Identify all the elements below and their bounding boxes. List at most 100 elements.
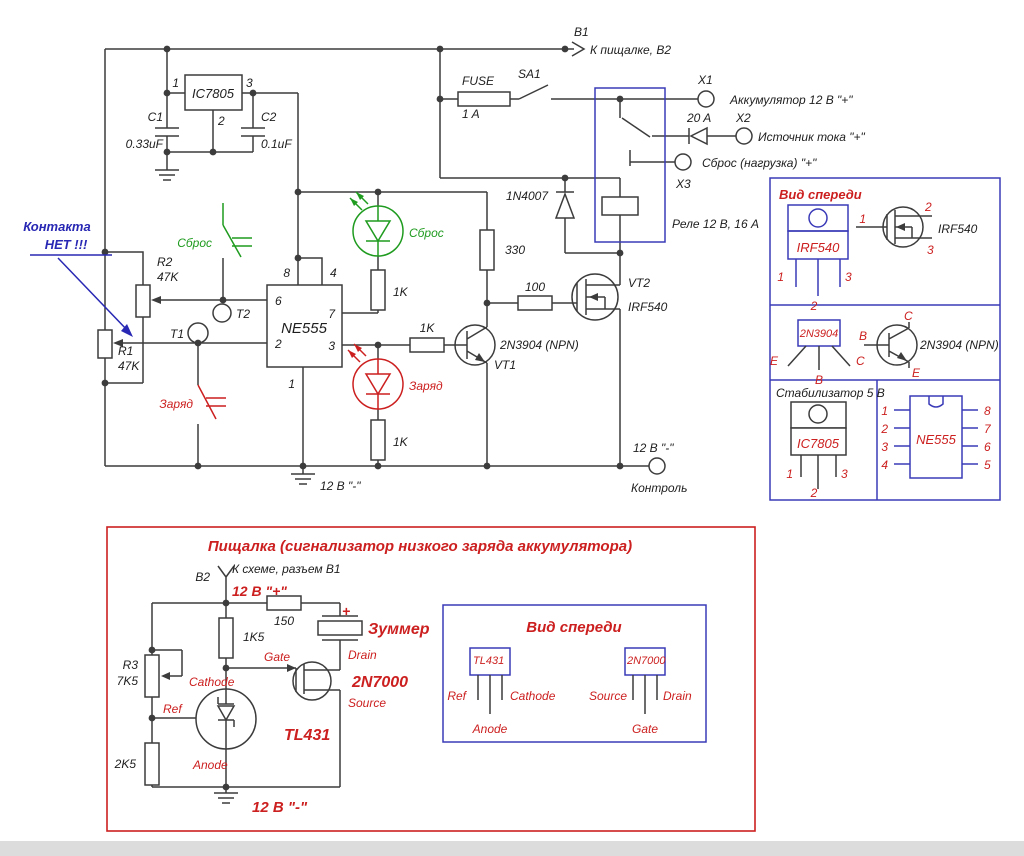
ctrl-voltage: 12 В "-" [633,441,674,455]
ne555-pin7: 7 [328,307,336,321]
2n3904-sym-e: E [912,366,921,380]
r2-pot-body [135,284,151,318]
ne555-r5: 5 [984,458,991,472]
b2-dest: К схеме, разъем B1 [232,562,341,576]
irf540-pin3: 3 [845,270,852,284]
note-line1: Контакта [23,219,90,234]
diode-20a [689,126,708,146]
fv-2n7000-label: 2N7000 [626,655,666,667]
tl431-symbol [195,688,257,750]
ic7805-pkg-label: IC7805 [797,436,840,451]
ne555-pin1: 1 [288,377,295,391]
ic7805-label: IC7805 [192,86,235,101]
r1-wiper-arrow [113,339,123,347]
vt1-emitter-arrow [475,353,485,362]
panel-outer-box [769,177,1001,501]
panel-front-view: Вид спереди [779,187,862,202]
relay-label: Реле 12 В, 16 А [672,217,759,231]
ctrl-label: Контроль [631,481,687,495]
resistor-100 [517,295,553,311]
vt2-ref: VT2 [628,276,650,290]
bottom-strip [0,841,1024,856]
ne555-l1: 1 [881,404,888,418]
ne555-pin8: 8 [283,266,290,280]
led-red-label: Заряд [409,379,443,393]
relay-box [594,87,666,243]
ne555-r8: 8 [984,404,991,418]
irf540-symbol [856,206,932,248]
u1-cathode-label: Cathode [189,675,235,689]
led-red-arrow1 [348,350,356,358]
irf540-sym-pin1: 1 [859,212,866,226]
x3-label: X3 [675,177,691,191]
c2-value: 0.1uF [261,137,292,151]
vminus-label: 12 В "-" [252,799,308,816]
u1-part-label: TL431 [284,727,330,744]
fv-tl431-label: TL431 [473,655,504,667]
b1-dest-label: К пищалке, B2 [590,43,671,57]
note-arrowhead [121,324,133,337]
x3-desc: Сброс (нагрузка) "+" [702,156,817,170]
2n3904-symbol-arrow [897,352,907,361]
r3-value: 7K5 [117,674,139,688]
ic7805-pin1: 1 [172,76,179,90]
vt2-body-arrow [589,293,598,301]
2n3904-sym-label: 2N3904 (NPN) [919,338,999,352]
irf540-sym-pin3: 3 [927,243,934,257]
fv-tl431-anode: Anode [472,722,508,736]
ne555-body [266,284,343,368]
r2-value: 47K [157,270,179,284]
fv-2n7000-drain: Drain [663,689,692,703]
buzzer-title: Пищалка (сигнализатор низкого заряда акк… [208,538,632,555]
ne555-pin6: 6 [275,294,282,308]
x3-terminal [674,153,692,171]
x2-terminal [735,127,753,145]
junction-dots [101,45,624,470]
resistor-330 [479,229,495,271]
diode20-rating: 20 A [686,111,711,125]
ne555-label: NE555 [281,320,328,337]
fv-2n7000-source: Source [589,689,627,703]
irf540-pin2: 2 [810,299,818,313]
ic7805-pkg-pin1: 1 [786,467,793,481]
charge-switch [197,384,226,420]
r100-label: 100 [525,280,545,294]
fuse-rating: 1 A [462,107,480,121]
reset-switch [222,203,252,258]
buzzer-plus: + [342,603,350,619]
charge-switch-label: Заряд [159,397,193,411]
reset-switch-label: Сброс [177,236,212,250]
t2-testpoint [212,303,232,323]
irf540-sym-pin2: 2 [924,200,932,214]
buzzer-body [317,620,363,636]
fuse-body [457,91,511,107]
2n3904-pin-c: C [856,354,865,368]
led-green-label: Сброс [409,226,444,240]
c1-ref: C1 [148,110,163,124]
led-green-arrow1 [350,198,358,206]
led-red-resistor: 1K [393,435,409,449]
r330-label: 330 [505,243,525,257]
irf540-pin1: 1 [777,270,784,284]
2n3904-sym-c: C [904,309,913,323]
r2-ref: R2 [157,255,173,269]
2n3904-pin-e: E [770,354,779,368]
stab-label: Стабилизатор 5 В [776,386,885,400]
r1-pot-body [97,329,113,359]
r1-ref: R1 [118,344,133,358]
r3-pot-body [144,654,160,698]
ic7805-package [790,401,847,489]
fv-2n7000-pins [632,675,658,714]
resistor-1k5 [218,617,234,659]
led-green [349,191,404,257]
ic7805-pkg-pin3: 3 [841,467,848,481]
r3-wiper-arrow [161,672,170,680]
b1-label: B1 [574,25,589,39]
q1-source-label: Source [348,696,386,710]
control-terminal [648,457,666,475]
2n3904-pkg-label: 2N3904 [799,328,839,340]
x1-terminal [697,90,715,108]
resistor-150 [266,595,302,611]
